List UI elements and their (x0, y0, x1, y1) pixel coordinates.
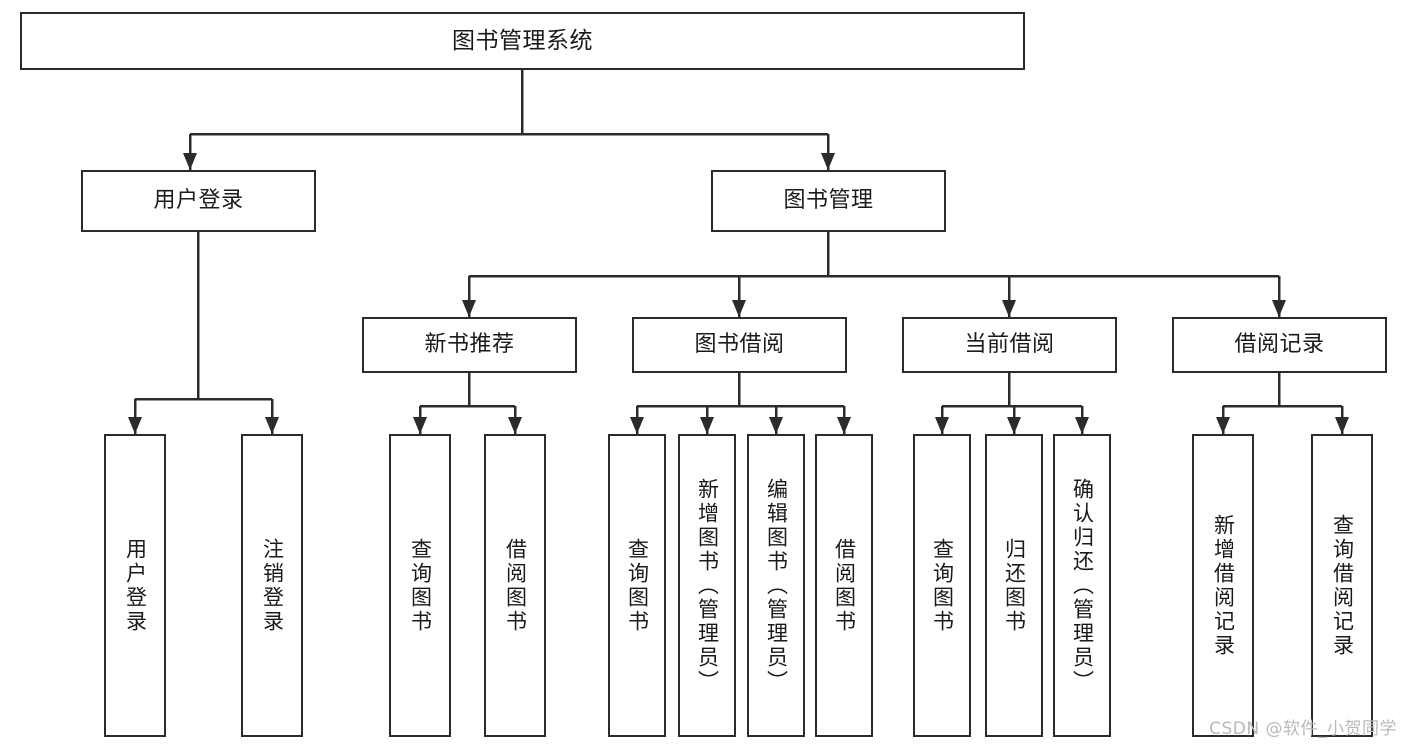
leaf-return-book[interactable]: 归还图书 (985, 434, 1043, 737)
leaf-confirm-return-admin[interactable]: 确认归还（管理员） (1053, 434, 1111, 737)
node-borrow-record[interactable]: 借阅记录 (1172, 317, 1387, 373)
node-label: 新增图书（管理员） (695, 477, 720, 694)
node-label: 图书管理 (783, 188, 874, 214)
leaf-query-book-recommend[interactable]: 查询图书 (389, 434, 451, 737)
node-user-login[interactable]: 用户登录 (81, 170, 316, 232)
node-label: 用户登录 (123, 537, 148, 634)
node-label: 借阅记录 (1234, 332, 1325, 358)
node-label: 新增借阅记录 (1211, 513, 1236, 658)
node-label: 图书借阅 (694, 332, 785, 358)
leaf-logout[interactable]: 注销登录 (241, 434, 303, 737)
node-label: 查询图书 (930, 537, 955, 634)
leaf-edit-book-admin[interactable]: 编辑图书（管理员） (747, 434, 805, 737)
node-label: 图书管理系统 (452, 27, 593, 54)
node-label: 查询图书 (625, 537, 650, 634)
node-current-borrow[interactable]: 当前借阅 (902, 317, 1117, 373)
node-label: 查询借阅记录 (1330, 513, 1355, 658)
node-label: 编辑图书（管理员） (764, 477, 789, 694)
node-new-book-recommend[interactable]: 新书推荐 (362, 317, 577, 373)
node-label: 用户登录 (153, 188, 244, 214)
node-book-borrow[interactable]: 图书借阅 (632, 317, 847, 373)
node-label: 借阅图书 (503, 537, 528, 634)
csdn-watermark: CSDN @软件_小贺同学 (1209, 719, 1397, 739)
node-label: 查询图书 (408, 537, 433, 634)
node-label: 借阅图书 (832, 537, 857, 634)
node-label: 确认归还（管理员） (1070, 477, 1095, 694)
node-label: 当前借阅 (964, 332, 1055, 358)
leaf-borrow-book[interactable]: 借阅图书 (815, 434, 873, 737)
leaf-query-borrow-record[interactable]: 查询借阅记录 (1311, 434, 1373, 737)
leaf-borrow-book-recommend[interactable]: 借阅图书 (484, 434, 546, 737)
leaf-add-book-admin[interactable]: 新增图书（管理员） (678, 434, 736, 737)
node-label: 归还图书 (1002, 537, 1027, 634)
leaf-add-borrow-record[interactable]: 新增借阅记录 (1192, 434, 1254, 737)
leaf-query-book[interactable]: 查询图书 (608, 434, 666, 737)
node-book-manage[interactable]: 图书管理 (711, 170, 946, 232)
node-root-system[interactable]: 图书管理系统 (20, 12, 1025, 70)
node-label: 新书推荐 (424, 332, 515, 358)
node-label: 注销登录 (260, 537, 285, 634)
leaf-query-book-current[interactable]: 查询图书 (913, 434, 971, 737)
leaf-user-login[interactable]: 用户登录 (104, 434, 166, 737)
